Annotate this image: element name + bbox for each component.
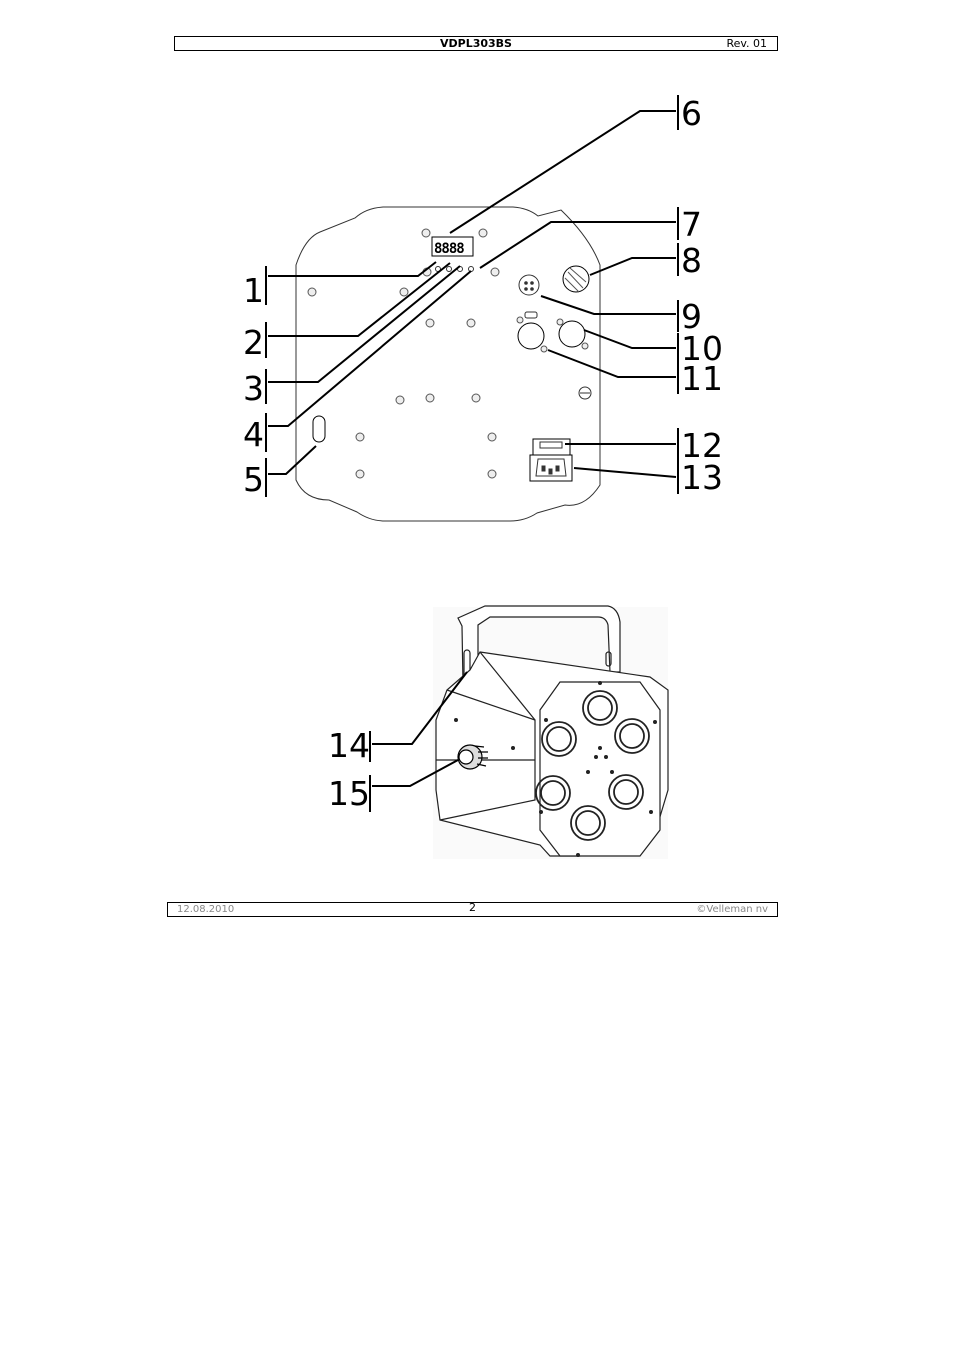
rear-leader-lines [265,95,679,497]
page-number: 2 [469,901,476,914]
callout-4: 4 [243,415,264,454]
ground-symbol [578,386,592,400]
callout-14: 14 [328,726,370,765]
callout-12: 12 [681,426,723,465]
callout-8: 8 [681,241,702,280]
fuse-holder [562,265,590,293]
footer-copyright: ©Velleman nv [696,904,768,915]
page-header: VDPL303BS Rev. 01 [174,36,778,51]
dmx-output [558,320,586,348]
front-face [539,681,661,857]
callout-1: 1 [243,271,264,310]
mounting-slot [312,415,326,443]
display-digits: 8888 [434,241,464,257]
callout-13: 13 [681,458,723,497]
screws [307,228,589,479]
button-2 [446,266,452,272]
page-footer: 12.08.2010 2 ©Velleman nv [167,901,778,917]
footer-date: 12.08.2010 [177,904,235,915]
microphone [518,274,540,296]
document-title: VDPL303BS [440,37,512,50]
button-4 [468,266,474,272]
fuse-box [532,438,571,456]
callout-6: 6 [681,94,702,133]
callout-2: 2 [243,323,264,362]
callout-3: 3 [243,369,264,408]
revision-label: Rev. 01 [726,37,767,50]
callout-11: 11 [681,359,723,398]
callout-7: 7 [681,205,702,244]
side-leader-lines [369,671,468,812]
led-display [431,236,474,257]
lenses [535,690,650,841]
fixture-3d-figure [433,605,669,859]
front-dots [454,681,657,857]
callout-5: 5 [243,460,264,499]
callout-9: 9 [681,297,702,336]
dmx-input [517,322,545,350]
rear-panel-figure [295,206,601,522]
callout-10: 10 [681,329,723,368]
callout-15: 15 [328,774,370,813]
power-socket [529,454,573,482]
